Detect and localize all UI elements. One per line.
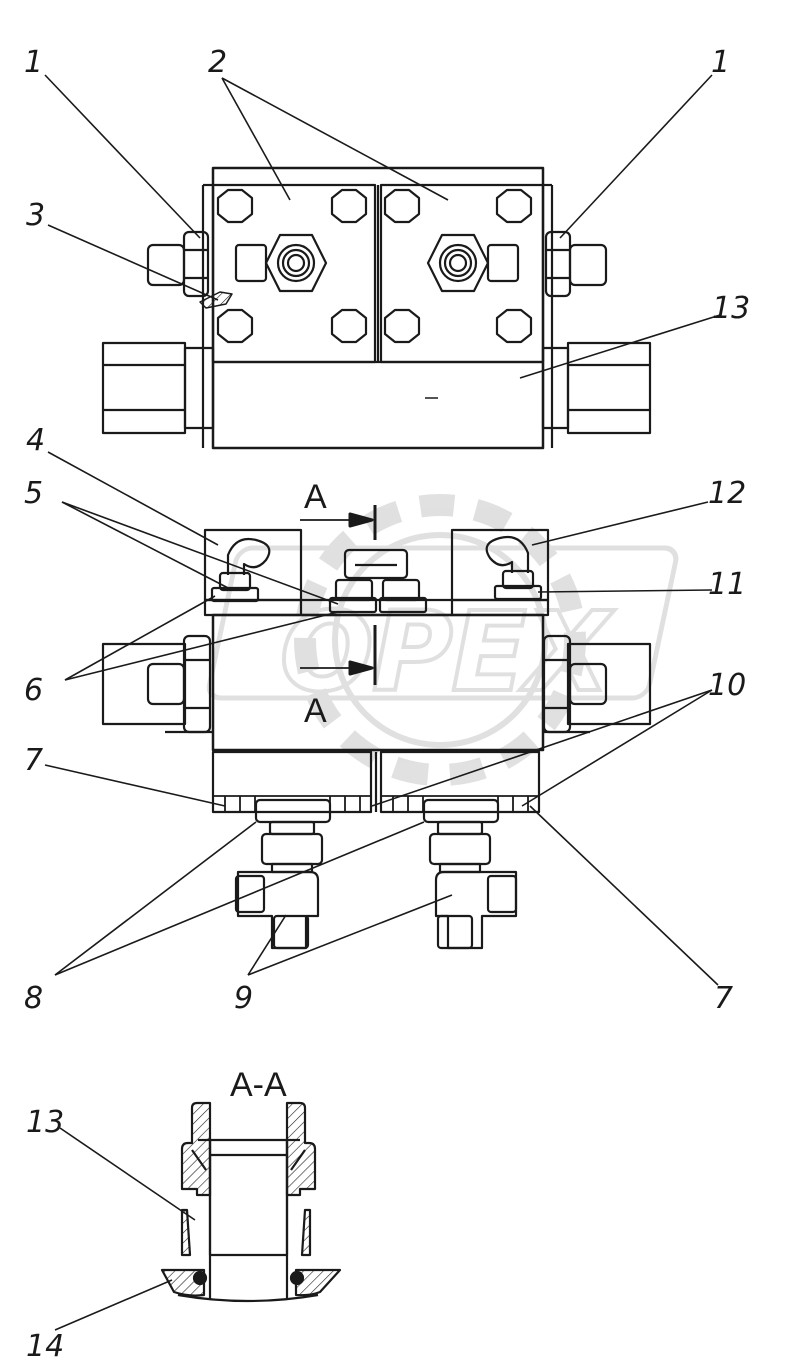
- plate-bolts: [216, 188, 533, 344]
- bottom-fitting-right: [422, 798, 518, 950]
- plate-fitting-left: [234, 233, 328, 293]
- section-a-a-view: [160, 1101, 342, 1303]
- leader-lines: [44, 74, 721, 1331]
- o-ring-left: [192, 1270, 208, 1286]
- section-letter-top: A: [304, 478, 327, 516]
- lower-block-left: [211, 750, 373, 814]
- fitting-section-left: [180, 1101, 212, 1197]
- callout-9: 9: [234, 981, 253, 1016]
- top-view: [101, 166, 652, 450]
- callout-4: 4: [26, 423, 45, 458]
- center-fitting: [328, 548, 428, 614]
- cover-plate-left: [211, 183, 377, 364]
- port-connector-left: [101, 341, 215, 435]
- callout-12: 12: [708, 476, 746, 511]
- pipe-bend-left: [210, 537, 271, 603]
- callout-11: 11: [708, 567, 746, 602]
- front-view: [101, 505, 652, 950]
- watermark-text: OPEX: [280, 588, 615, 716]
- section-letter-bottom: A: [304, 692, 327, 730]
- cover-plate-right: [379, 183, 545, 364]
- callout-5: 5: [24, 476, 43, 511]
- bottom-fitting-left: [234, 798, 332, 950]
- watermark-gear: [294, 494, 586, 786]
- o-ring-right: [289, 1270, 305, 1286]
- callout-3: 3: [26, 198, 45, 233]
- callout-7-left: 7: [24, 743, 43, 778]
- section-marker: [300, 505, 377, 685]
- side-fitting-right: [544, 230, 608, 298]
- plate-fitting-right: [426, 233, 520, 293]
- port-connector-right: [541, 341, 652, 435]
- fitting-section-right: [285, 1101, 317, 1197]
- callout-14: 14: [26, 1329, 64, 1364]
- callout-1-left: 1: [24, 45, 43, 80]
- callout-8: 8: [24, 981, 43, 1016]
- lower-block-right: [379, 750, 541, 814]
- watermark: OPEX: [206, 494, 679, 786]
- front-connector-right: [542, 634, 652, 734]
- section-title: A-A: [230, 1066, 287, 1104]
- callout-10: 10: [708, 668, 746, 703]
- seal-item-3: [199, 291, 233, 309]
- callout-labels: 1 2 1 3 13 4 5 12 11 6 10 7 8 9 7 13 14 …: [24, 45, 750, 1364]
- callout-13-top: 13: [712, 291, 750, 326]
- callout-2: 2: [208, 45, 227, 80]
- callout-7-right: 7: [714, 981, 733, 1016]
- side-fitting-left: [146, 230, 210, 298]
- callout-13-section: 13: [26, 1105, 64, 1140]
- callout-1-right: 1: [711, 45, 730, 80]
- callout-6: 6: [24, 673, 43, 708]
- front-connector-left: [101, 634, 213, 734]
- pipe-bend-right: [485, 535, 543, 601]
